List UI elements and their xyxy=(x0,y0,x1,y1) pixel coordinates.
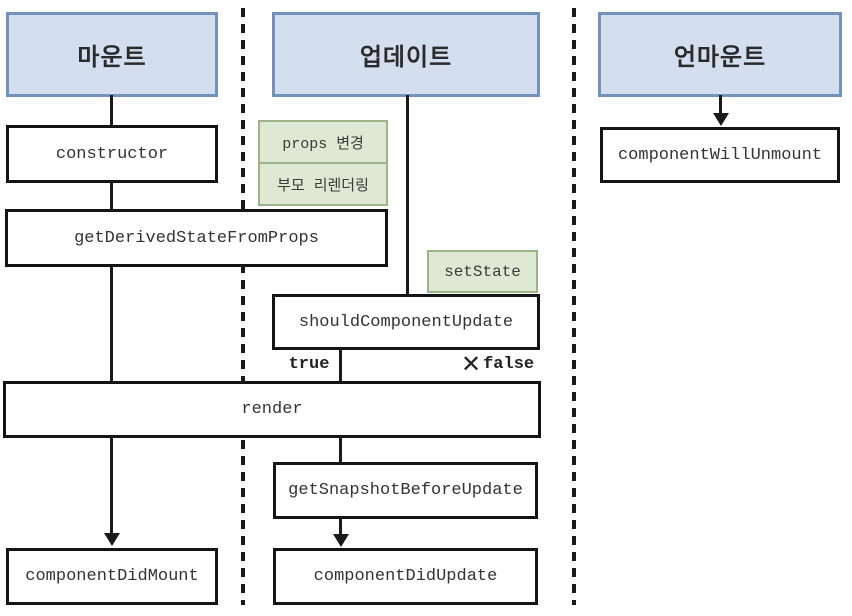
connector-getsnapshot-to-didupdate xyxy=(339,517,342,536)
update-column-header: 업데이트 xyxy=(272,12,540,97)
shouldcomponentupdate-node: shouldComponentUpdate xyxy=(272,294,540,350)
true-branch-label: true xyxy=(288,355,330,374)
componentdidmount-node: componentDidMount xyxy=(6,548,218,605)
componentdidupdate-node: componentDidUpdate xyxy=(273,548,538,605)
false-branch-text: false xyxy=(483,354,535,374)
unmount-column-header: 언마운트 xyxy=(598,12,842,97)
connector-constructor-to-getderived xyxy=(110,181,113,211)
connector-update-to-shouldupdate xyxy=(406,95,409,296)
getderivedstatefromprops-node: getDerivedStateFromProps xyxy=(5,209,388,267)
column-divider-update-unmount xyxy=(572,8,576,605)
connector-getderived-to-render xyxy=(110,265,113,383)
connector-mount-to-constructor xyxy=(110,95,113,127)
constructor-node: constructor xyxy=(6,125,218,183)
getsnapshotbeforeupdate-node: getSnapshotBeforeUpdate xyxy=(273,462,538,519)
arrowhead-to-componentdidupdate xyxy=(333,534,349,547)
parent-rerender-trigger: 부모 리렌더링 xyxy=(277,177,369,195)
arrowhead-to-componentdidmount xyxy=(104,533,120,546)
render-node: render xyxy=(3,381,541,438)
connector-render-to-getsnapshot xyxy=(339,436,342,464)
x-mark-icon: ✕ xyxy=(461,350,482,378)
unmount-header-label: 언마운트 xyxy=(673,44,767,71)
connector-render-to-didmount xyxy=(110,436,113,535)
setstate-trigger: setState xyxy=(427,250,538,293)
update-triggers-box: props 변경 부모 리렌더링 xyxy=(258,120,388,206)
props-change-trigger: props 변경 xyxy=(260,122,386,164)
arrowhead-to-componentwillunmount xyxy=(713,113,729,126)
connector-unmount-to-willunmount xyxy=(719,95,722,115)
componentwillunmount-node: componentWillUnmount xyxy=(600,127,840,183)
column-divider-mount-update xyxy=(241,8,245,605)
connector-true-branch-to-render xyxy=(339,348,342,383)
mount-header-label: 마운트 xyxy=(77,44,147,71)
update-header-label: 업데이트 xyxy=(359,44,453,71)
false-branch-label: ✕ false xyxy=(461,352,534,376)
mount-column-header: 마운트 xyxy=(6,12,218,97)
